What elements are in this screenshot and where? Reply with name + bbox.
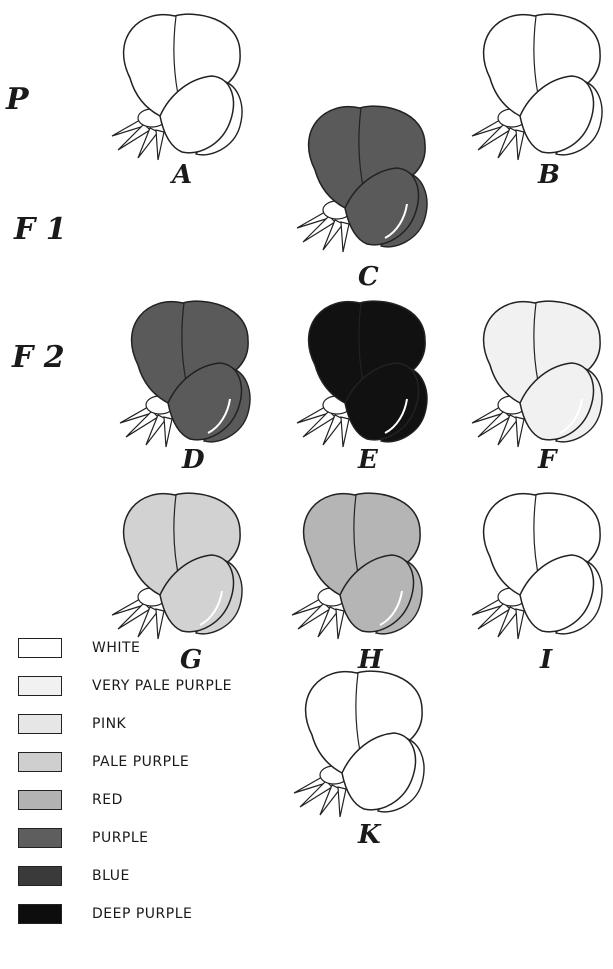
legend-item: BLUE bbox=[18, 866, 318, 890]
calyx bbox=[297, 201, 351, 252]
flower-drawing bbox=[108, 295, 258, 455]
legend-swatch bbox=[18, 638, 62, 658]
flower-h bbox=[280, 487, 430, 647]
calyx bbox=[112, 588, 166, 639]
legend-item: PINK bbox=[18, 714, 318, 738]
flower-label-i: I bbox=[540, 645, 552, 675]
legend-label: BLUE bbox=[92, 868, 130, 884]
flower-label-k: K bbox=[358, 820, 381, 850]
generation-label-f2: F 2 bbox=[12, 340, 65, 375]
legend-swatch bbox=[18, 790, 62, 810]
legend-label: VERY PALE PURPLE bbox=[92, 678, 232, 694]
legend-item: VERY PALE PURPLE bbox=[18, 676, 318, 700]
legend-label: PURPLE bbox=[92, 830, 149, 846]
flower-drawing bbox=[280, 487, 430, 647]
flower-drawing bbox=[285, 100, 435, 260]
legend-swatch bbox=[18, 904, 62, 924]
legend-item: WHITE bbox=[18, 638, 318, 662]
legend-swatch bbox=[18, 676, 62, 696]
flower-drawing bbox=[460, 295, 610, 455]
generation-label-p: P bbox=[6, 82, 29, 117]
legend-swatch bbox=[18, 866, 62, 886]
legend-item: PALE PURPLE bbox=[18, 752, 318, 776]
flower-f bbox=[460, 295, 610, 455]
legend-label: WHITE bbox=[92, 640, 140, 656]
flower-label-c: C bbox=[358, 262, 379, 292]
calyx bbox=[472, 109, 526, 160]
flower-drawing bbox=[285, 295, 435, 455]
legend-item: RED bbox=[18, 790, 318, 814]
legend-swatch bbox=[18, 752, 62, 772]
legend-swatch bbox=[18, 828, 62, 848]
calyx bbox=[292, 588, 346, 639]
legend-swatch bbox=[18, 714, 62, 734]
calyx bbox=[472, 588, 526, 639]
flower-label-f: F bbox=[538, 445, 556, 475]
flower-g bbox=[100, 487, 250, 647]
flower-drawing bbox=[100, 8, 250, 168]
flower-d bbox=[108, 295, 258, 455]
legend-label: DEEP PURPLE bbox=[92, 906, 192, 922]
flower-e bbox=[285, 295, 435, 455]
flower-drawing bbox=[460, 487, 610, 647]
flower-label-h: H bbox=[358, 645, 383, 675]
flower-b bbox=[460, 8, 610, 168]
legend-item: PURPLE bbox=[18, 828, 318, 852]
flower-label-a: A bbox=[172, 160, 192, 190]
calyx bbox=[120, 396, 174, 447]
legend-label: PINK bbox=[92, 716, 126, 732]
flower-label-b: B bbox=[538, 160, 560, 190]
flower-label-e: E bbox=[358, 445, 378, 475]
legend-label: RED bbox=[92, 792, 123, 808]
calyx bbox=[112, 109, 166, 160]
legend-item: DEEP PURPLE bbox=[18, 904, 318, 928]
generation-label-f1: F 1 bbox=[14, 212, 67, 247]
calyx bbox=[472, 396, 526, 447]
calyx bbox=[297, 396, 351, 447]
flower-drawing bbox=[460, 8, 610, 168]
flower-c bbox=[285, 100, 435, 260]
flower-drawing bbox=[100, 487, 250, 647]
flower-a bbox=[100, 8, 250, 168]
flower-label-d: D bbox=[182, 445, 205, 475]
flower-i bbox=[460, 487, 610, 647]
legend-label: PALE PURPLE bbox=[92, 754, 189, 770]
